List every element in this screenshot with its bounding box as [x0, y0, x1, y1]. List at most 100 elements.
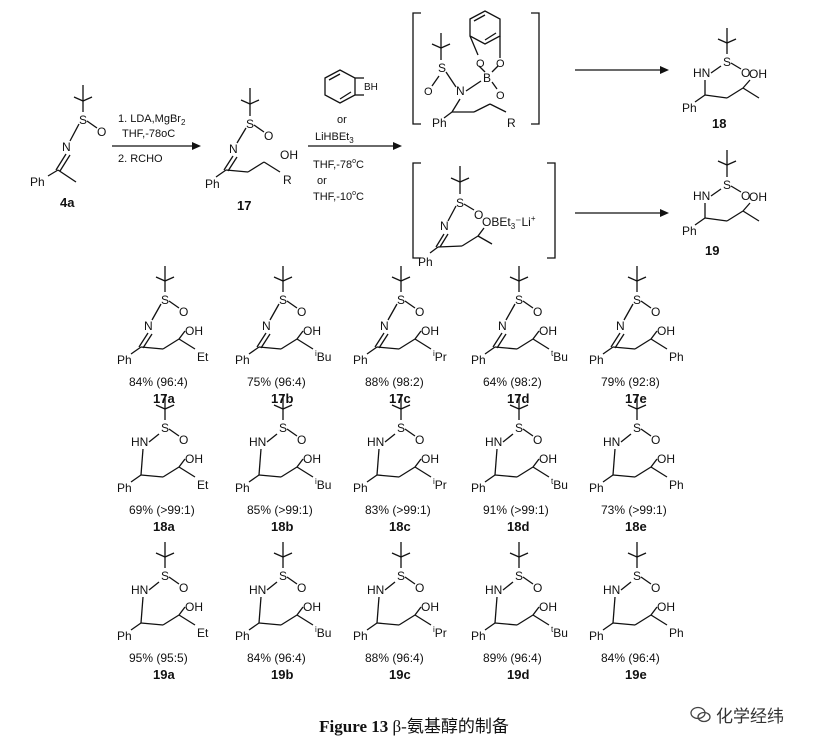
compound-label: 19b — [271, 667, 293, 682]
atom-s: S — [161, 421, 169, 435]
step1-arrow: 1. LDA,MgBr2 THF,-78oC 2. RCHO — [112, 113, 201, 165]
r-group: iPr — [433, 477, 447, 492]
compound-17: S O N Ph OH R 17 — [205, 88, 298, 213]
svg-text:OH: OH — [280, 148, 298, 162]
compound-label-4a: 4a — [60, 195, 75, 210]
yield-ratio: 75% (96:4) — [247, 375, 306, 389]
atom-o: O — [415, 305, 424, 319]
svg-text:Ph: Ph — [432, 116, 447, 130]
atom-hn: HN — [367, 583, 384, 597]
atom-o: O — [297, 581, 306, 595]
svg-text:LiHBEt3: LiHBEt3 — [315, 131, 354, 145]
atom-hn: HN — [249, 435, 266, 449]
atom-o: O — [415, 581, 424, 595]
atom-hn: HN — [603, 583, 620, 597]
svg-text:or: or — [337, 114, 347, 126]
svg-text:O: O — [496, 90, 505, 102]
atom-s: S — [279, 293, 287, 307]
atom-o: O — [179, 305, 188, 319]
r-group: Et — [197, 478, 209, 492]
phenyl-label: Ph — [235, 629, 250, 643]
compound-18: S O HN Ph OH 18 — [682, 28, 767, 131]
atom-o: O — [179, 581, 188, 595]
transition-state-lithium: S O N Ph OBEt3⁻Li+ — [412, 162, 556, 269]
phenyl-label: Ph — [471, 481, 486, 495]
svg-text:THF,-10oC: THF,-10oC — [313, 190, 364, 203]
svg-text:S: S — [246, 117, 254, 131]
caption-text: β-氨基醇的制备 — [388, 717, 509, 736]
compound-4a: S O N Ph 4a — [30, 85, 106, 210]
hydroxyl-label: OH — [421, 452, 439, 466]
svg-text:THF,-78oC: THF,-78oC — [122, 128, 175, 140]
atom-s: S — [161, 293, 169, 307]
wechat-icon — [690, 706, 711, 722]
atom-s: S — [633, 293, 641, 307]
svg-text:HN: HN — [693, 66, 710, 80]
svg-text:S: S — [438, 61, 446, 75]
r-group: tBu — [551, 477, 568, 492]
yield-ratio: 69% (>99:1) — [129, 503, 195, 517]
phenyl-label: Ph — [235, 353, 250, 367]
yield-ratio: 84% (96:4) — [601, 651, 660, 665]
compound-label: 18c — [389, 519, 411, 534]
hydroxyl-label: OH — [303, 600, 321, 614]
svg-text:HN: HN — [693, 189, 710, 203]
yield-ratio: 84% (96:4) — [247, 651, 306, 665]
hydroxyl-label: OH — [185, 600, 203, 614]
compound-label: 18b — [271, 519, 293, 534]
yield-ratio: 89% (96:4) — [483, 651, 542, 665]
atom-s: S — [279, 569, 287, 583]
phenyl-label: Ph — [589, 629, 604, 643]
atom-o: O — [651, 581, 660, 595]
atom-s: S — [633, 421, 641, 435]
svg-text:17: 17 — [237, 198, 251, 213]
r-group: Ph — [669, 478, 684, 492]
svg-text:Ph: Ph — [205, 177, 220, 191]
svg-text:THF,-78oC: THF,-78oC — [313, 158, 364, 171]
hydroxyl-label: OH — [539, 600, 557, 614]
compound-label: 17d — [507, 391, 529, 406]
compound-label: 17e — [625, 391, 647, 406]
atom-o: O — [533, 433, 542, 447]
yield-ratio: 79% (92:8) — [601, 375, 660, 389]
yield-ratio: 91% (>99:1) — [483, 503, 549, 517]
atom-o: O — [297, 305, 306, 319]
hydroxyl-label: OH — [421, 600, 439, 614]
atom-o: O — [297, 433, 306, 447]
atom-n: N — [262, 319, 271, 333]
atom-hn: HN — [367, 435, 384, 449]
atom-n: N — [144, 319, 153, 333]
figure-caption: Figure 13 β-氨基醇的制备 — [0, 712, 828, 737]
hydroxyl-label: OH — [303, 452, 321, 466]
atom-s: S — [633, 569, 641, 583]
phenyl-label: Ph — [117, 353, 132, 367]
phenyl-label: Ph — [117, 629, 132, 643]
atom-s: S — [515, 293, 523, 307]
atom-hn: HN — [485, 583, 502, 597]
phenyl-label: Ph — [30, 175, 45, 189]
compound-label: 18d — [507, 519, 529, 534]
svg-text:OH: OH — [749, 67, 767, 81]
svg-text:Ph: Ph — [682, 101, 697, 115]
svg-text:B: B — [483, 71, 491, 85]
atom-n: N — [62, 140, 71, 154]
yield-ratio: 88% (98:2) — [365, 375, 424, 389]
atom-s: S — [397, 421, 405, 435]
compound-label: 19a — [153, 667, 175, 682]
phenyl-label: Ph — [471, 353, 486, 367]
atom-s: S — [515, 569, 523, 583]
svg-text:O: O — [476, 58, 485, 70]
transition-state-boron: O O B N O S O Ph R — [412, 10, 540, 130]
yield-ratio: 64% (98:2) — [483, 375, 542, 389]
atom-n: N — [380, 319, 389, 333]
watermark-text: 化学经纬 — [716, 707, 784, 727]
svg-text:S: S — [723, 55, 731, 69]
atom-n: N — [616, 319, 625, 333]
